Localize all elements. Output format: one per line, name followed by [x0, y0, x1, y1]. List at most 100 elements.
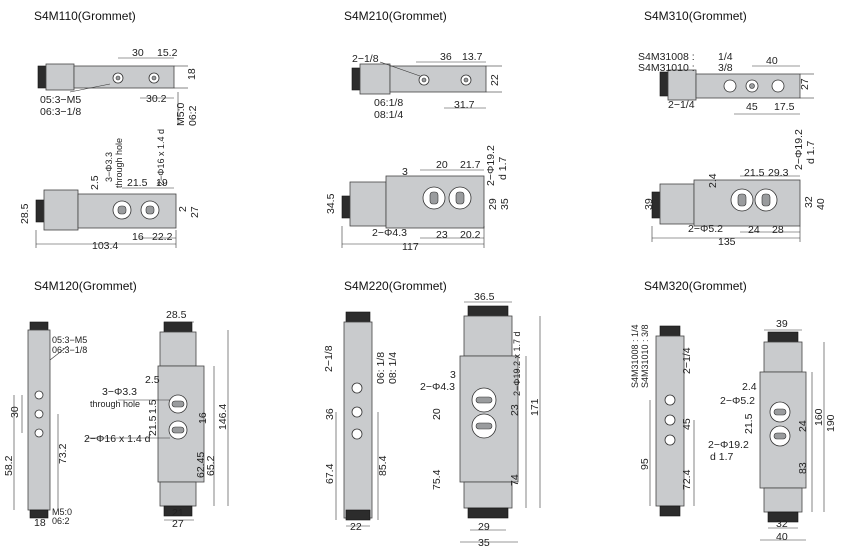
- dim-40: 40: [776, 531, 788, 543]
- dim-146-4: 146.4: [217, 404, 229, 430]
- dim-45: 45: [746, 101, 758, 113]
- port-label: 2−1/8: [323, 345, 335, 372]
- dim-75-4: 75.4: [431, 469, 443, 490]
- dim-21-5: 21.5: [743, 413, 755, 434]
- title-s4m310: S4M310(Grommet): [644, 9, 747, 23]
- title-s4m220: S4M220(Grommet): [344, 279, 447, 293]
- dim-20-2: 20.2: [460, 229, 481, 241]
- drawing-s4m320-side: [649, 325, 695, 517]
- dim-18: 18: [186, 68, 198, 80]
- dim-103-4: 103.4: [92, 240, 118, 252]
- drawing-s4m110-top: [37, 57, 188, 124]
- pilot-label: 2−Φ16 x 1.4 d: [156, 129, 166, 186]
- drawing-s4m120-front: [86, 321, 229, 521]
- dim-1-5: 1.5: [147, 399, 159, 414]
- dim-35: 35: [478, 537, 490, 549]
- dim-39: 39: [643, 198, 655, 210]
- dim-171: 171: [529, 398, 541, 416]
- d-1-7: d 1.7: [497, 156, 509, 180]
- hole-label: 2−Φ5.2: [688, 223, 723, 235]
- m5-label: M5:0: [175, 102, 187, 126]
- dim-23: 23: [509, 404, 521, 416]
- drawing-s4m320-front: [759, 329, 825, 541]
- dim-16: 16: [132, 231, 144, 243]
- pilot-label: 2−Φ19.2 x 1.7 d: [512, 332, 522, 396]
- port-a-label: 05:3−M5: [52, 335, 87, 345]
- dim-2-5: 2.5: [145, 374, 160, 386]
- dim-135: 135: [718, 236, 736, 248]
- dim-40-height: 40: [815, 198, 827, 210]
- model-2-label: S4M31010 :: [638, 62, 695, 74]
- g-label: 06:2: [52, 516, 70, 526]
- dim-21-5: 21.5: [147, 415, 159, 436]
- dim-28-5: 28.5: [166, 309, 187, 321]
- dim-45: 45: [681, 418, 693, 430]
- dim-30-2: 30.2: [146, 93, 167, 105]
- dim-34-5: 34.5: [325, 193, 337, 214]
- phi-label: 2−Φ19.2: [708, 439, 749, 451]
- drawing-s4m110-front: [35, 187, 177, 248]
- dim-19: 19: [156, 177, 168, 189]
- port-label: 2−1/4: [681, 347, 693, 374]
- dim-28: 28: [772, 224, 784, 236]
- drawing-s4m120-side: [13, 321, 69, 519]
- dim-190: 190: [825, 414, 837, 432]
- port-label: 2−1/8: [352, 53, 379, 65]
- dim-67-4: 67.4: [324, 463, 336, 484]
- dim-24: 24: [797, 420, 809, 432]
- g-label: 06:2: [187, 105, 199, 126]
- dim-29-3: 29.3: [768, 167, 789, 179]
- phi-label: 2−Φ19.2: [485, 145, 497, 186]
- title-s4m320: S4M320(Grommet): [644, 279, 747, 293]
- dim-21-7: 21.7: [460, 159, 481, 171]
- port-06-label: 06:1/8: [374, 97, 403, 109]
- pilot-label: 2−Φ16 x 1.4 d: [84, 433, 151, 445]
- dim-30: 30: [132, 47, 144, 59]
- dim-20: 20: [431, 408, 443, 420]
- dim-2-4: 2.4: [742, 381, 757, 393]
- dim-32: 32: [803, 196, 815, 208]
- through-hole-label: through hole: [114, 138, 124, 188]
- dim-160: 160: [813, 408, 825, 426]
- dim-22: 22: [489, 74, 501, 86]
- title-s4m210: S4M210(Grommet): [344, 9, 447, 23]
- dim-23: 23: [436, 229, 448, 241]
- port-label: 2−1/4: [668, 99, 695, 111]
- dim-30: 30: [9, 406, 21, 418]
- dim-39: 39: [776, 318, 788, 330]
- dim-27: 27: [799, 78, 811, 90]
- model-1-label: S4M31008 :: [638, 51, 695, 63]
- dim-3: 3: [402, 166, 408, 178]
- hole-label: 3−Φ3.3: [104, 152, 114, 182]
- m5-label: M5:0: [52, 507, 72, 517]
- dim-36: 36: [440, 51, 452, 63]
- dim-83: 83: [797, 462, 809, 474]
- dim-17-5: 17.5: [774, 101, 795, 113]
- dim-65-2: 65.2: [205, 455, 217, 476]
- d-1-7: d 1.7: [710, 451, 734, 463]
- hole-label: 2−Φ5.2: [720, 395, 755, 407]
- dim-29: 29: [487, 198, 499, 210]
- dim-18: 18: [34, 517, 46, 529]
- dim-27: 27: [189, 206, 201, 218]
- dim-117: 117: [402, 241, 419, 253]
- dim-29: 29: [478, 521, 490, 533]
- dim-27: 27: [172, 518, 184, 530]
- dim-3: 3: [450, 369, 456, 381]
- port-a-label: 05:3−M5: [40, 94, 81, 106]
- dim-2-4: 2.4: [707, 173, 719, 188]
- drawing-s4m210-front: [341, 169, 485, 248]
- dim-22: 22: [350, 521, 362, 533]
- dim-22-2: 22.2: [152, 231, 173, 243]
- port-b-label: 06:3−1/8: [52, 345, 87, 355]
- model-1-label: S4M31008 : 1/4: [630, 324, 640, 388]
- dim-35: 35: [499, 198, 511, 210]
- dim-13-7: 13.7: [462, 51, 483, 63]
- dim-15-2: 15.2: [157, 47, 178, 59]
- dim-24: 24: [748, 224, 760, 236]
- dim-72-4: 72.4: [681, 469, 693, 490]
- drawing-s4m220-side: [335, 311, 379, 527]
- title-s4m120: S4M120(Grommet): [34, 279, 137, 293]
- dim-21-5: 21.5: [127, 177, 148, 189]
